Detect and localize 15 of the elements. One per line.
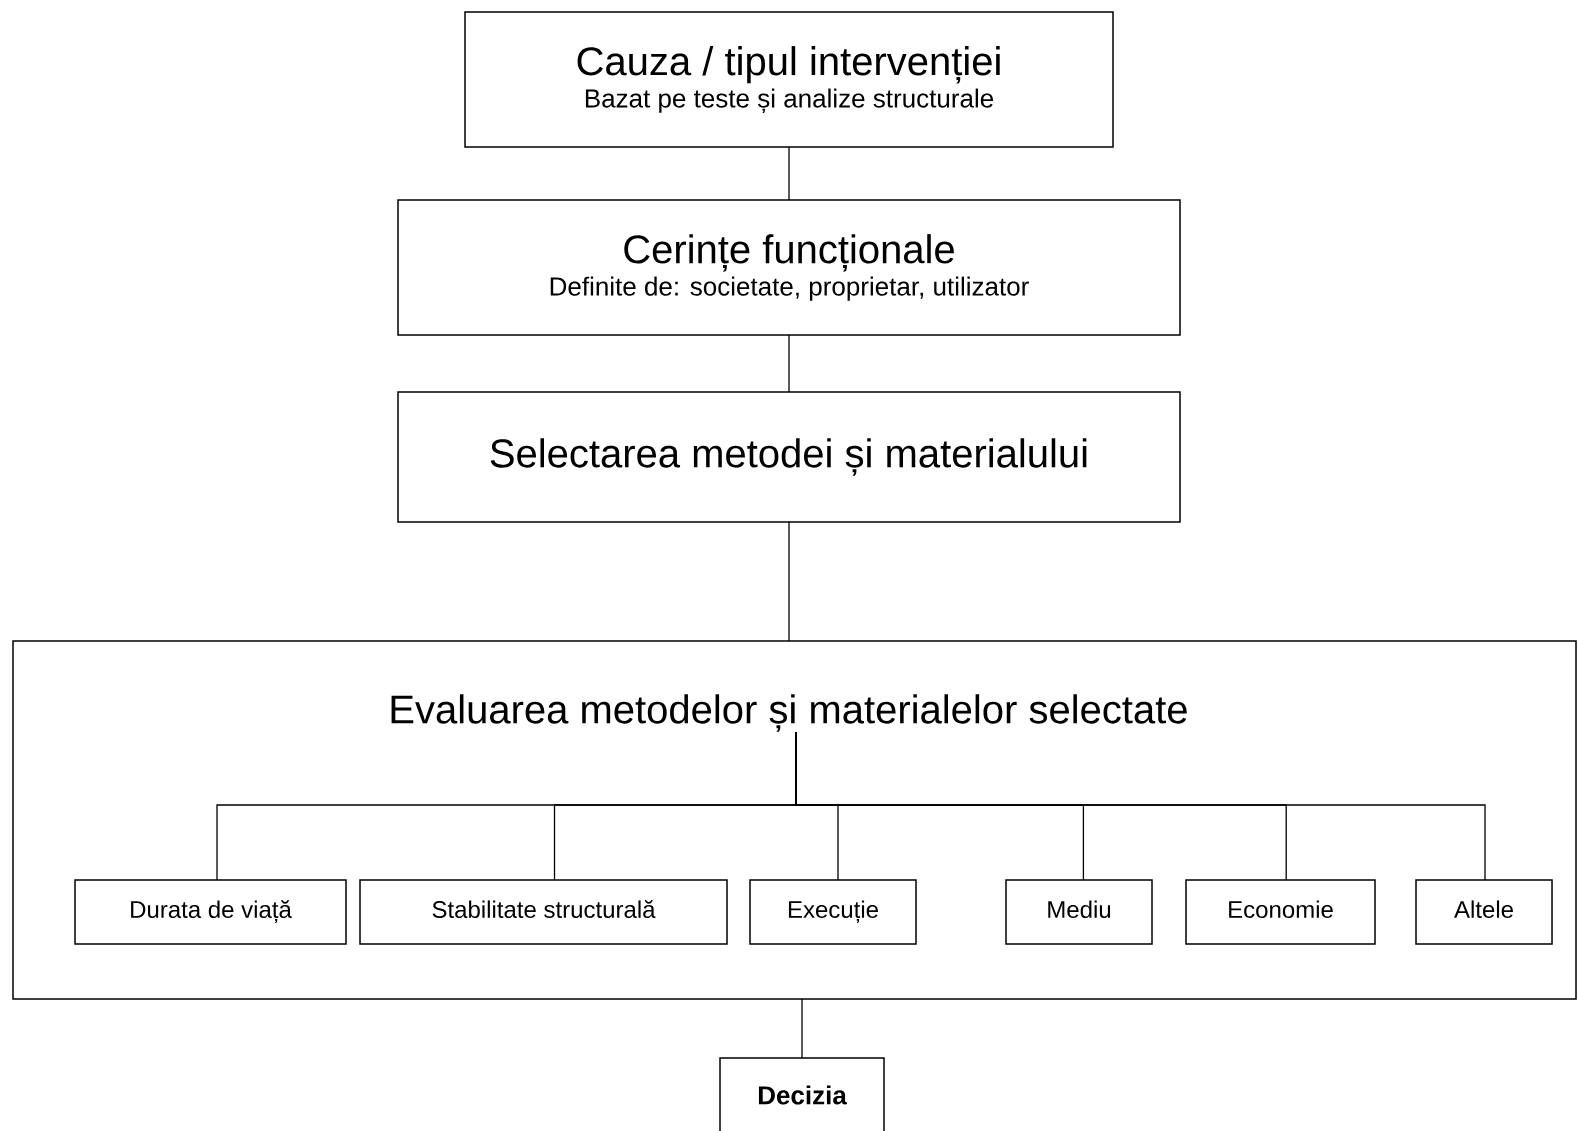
- connector-line: [788, 146, 790, 201]
- connector-line: [795, 731, 1486, 881]
- category-box: Durata de viață: [74, 879, 347, 945]
- category-box: Execuție: [749, 879, 917, 945]
- process-box: Selectarea metodei și materialului: [397, 391, 1181, 523]
- category-box: Mediu: [1005, 879, 1153, 945]
- connector-line: [801, 998, 803, 1059]
- connector-line: [788, 334, 790, 393]
- process-box: Cauza / tipul intervenției Bazat pe teste și analize structurale: [464, 11, 1114, 148]
- process-box: Cerințe funcționale Definite de: societate, proprietar, utilizator: [397, 199, 1181, 336]
- category-box: Altele: [1415, 879, 1553, 945]
- category-box: Economie: [1185, 879, 1376, 945]
- category-box: Stabilitate structurală: [359, 879, 728, 945]
- connector-line: [788, 521, 790, 642]
- decision-box: Decizia: [719, 1057, 885, 1131]
